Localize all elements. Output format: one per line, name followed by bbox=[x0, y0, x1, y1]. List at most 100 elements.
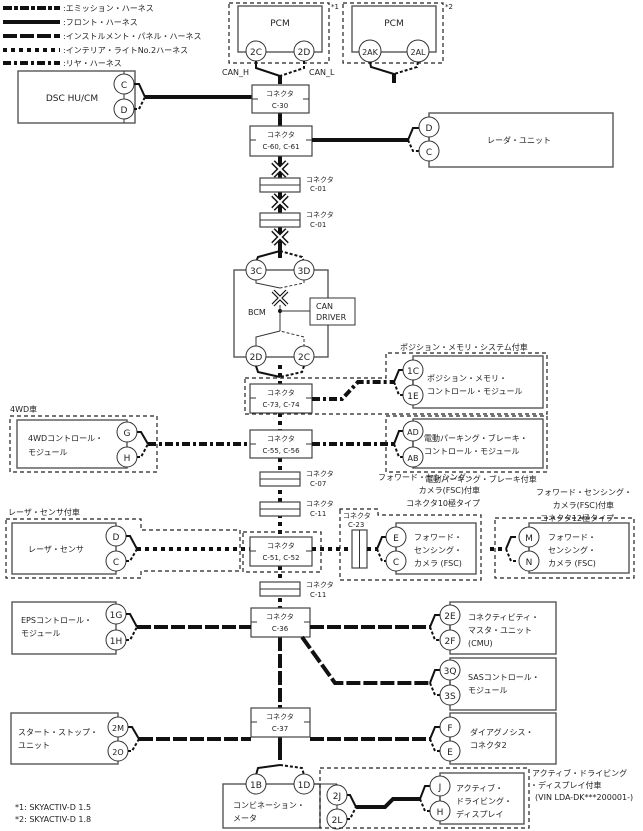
wire-radar-d bbox=[407, 127, 419, 141]
cmu-pin-2e-label: 2E bbox=[444, 612, 456, 622]
connector-c55-id: C-55, C-56 bbox=[262, 447, 300, 455]
wire-sas-3q bbox=[429, 669, 441, 684]
bcm-int-wire-h bbox=[255, 280, 281, 289]
pcm-2-pin-2al-label: 2AL bbox=[410, 48, 426, 57]
wire-c36-sas bbox=[300, 635, 430, 685]
wire-epb-ad bbox=[393, 430, 404, 445]
connector-c30: コネクタ C-30 bbox=[251, 84, 310, 114]
connector-c73-c74: コネクタ C-73, C-74 bbox=[249, 383, 313, 414]
epb-pin-ad bbox=[402, 420, 424, 442]
epb-pin-ad-label: AD bbox=[407, 428, 419, 437]
cmu-box bbox=[449, 601, 557, 655]
connector-c11-b: コネクタ C-11 bbox=[259, 580, 334, 599]
connector-c30-id: C-30 bbox=[272, 102, 288, 110]
dsc-pin-c-label: C bbox=[121, 81, 127, 91]
wire-fsc12-n bbox=[505, 548, 516, 562]
fsc12-label-3: カメラ (FSC) bbox=[548, 559, 596, 568]
connector-c11-b-title: コネクタ bbox=[306, 580, 334, 589]
connector-c07-id: C-07 bbox=[310, 480, 326, 488]
wire-pcm2-2ak bbox=[369, 61, 395, 82]
fsc-camera-10pole: フォワード・ センシング・ カメラ (FSC) E C bbox=[385, 522, 477, 575]
wire-ads-h bbox=[419, 798, 431, 812]
wire-fsc12-m bbox=[505, 536, 516, 550]
pos-memory-box bbox=[412, 355, 544, 409]
connector-c60-title: コネクタ bbox=[267, 130, 295, 139]
fsc-camera-12pole: フォワード・ センシング・ カメラ (FSC) M N bbox=[518, 522, 630, 574]
pcm-1-note: *1 bbox=[331, 3, 339, 11]
ads-box bbox=[439, 772, 525, 825]
bcm-label: BCM bbox=[248, 308, 266, 317]
connector-c60-c61: コネクタ C-60, C-61 bbox=[249, 125, 313, 157]
twist-mark-icon bbox=[271, 193, 289, 211]
wire-start-stop-2m bbox=[128, 726, 140, 740]
wire-pcm1-2c bbox=[255, 61, 281, 77]
can-h-label: CAN_H bbox=[222, 68, 249, 77]
laser-label: レーザ・センサ bbox=[28, 545, 84, 554]
wire-sas-3s bbox=[429, 682, 441, 696]
pcm-2-pin-2ak-label: 2AK bbox=[362, 48, 379, 57]
wire-pcm1-2d bbox=[279, 61, 305, 77]
diagnosis-connector-2: ダイアグノシス・ コネクタ2 F E bbox=[439, 712, 557, 765]
wire-bcm-2d-out bbox=[255, 365, 281, 378]
laser-box bbox=[11, 522, 117, 575]
meter-pin-2j-label: 2J bbox=[333, 792, 341, 802]
dsc-pin-d-label: D bbox=[121, 106, 128, 116]
radar-label: レーダ・ユニット bbox=[487, 135, 551, 145]
eps-box bbox=[11, 601, 117, 655]
connector-c01-b-title: コネクタ bbox=[306, 210, 334, 219]
connector-c51-c52: コネクタ C-51, C-52 bbox=[249, 536, 313, 567]
wire-c73-pos-memory bbox=[312, 380, 394, 401]
start-stop-unit: スタート・ストップ・ ユニット 2M 2O bbox=[10, 712, 129, 765]
fsc10-pin-e-label: E bbox=[393, 534, 399, 544]
radar-pin-c bbox=[418, 140, 440, 162]
sas-label-1: SASコントロール・ bbox=[468, 673, 540, 682]
eps-control-module: EPSコントロール・ モジュール 1G 1H bbox=[11, 601, 127, 655]
bcm-int-wire-l bbox=[279, 280, 305, 289]
fsc10-pin-e bbox=[385, 526, 407, 548]
fwd4-label-2: モジュール bbox=[28, 448, 67, 457]
eps-label-2: モジュール bbox=[21, 629, 60, 638]
connector-c55-box bbox=[249, 429, 313, 459]
connector-c30-box bbox=[251, 84, 310, 114]
position-memory-module: ポジション・メモリ・ コントロール・モジュール 1C 1E bbox=[402, 355, 544, 409]
legend-label-front: :フロント・ハーネス bbox=[63, 18, 138, 27]
fsc10-label-3: カメラ (FSC) bbox=[414, 559, 462, 568]
sas-pin-3q-label: 3Q bbox=[444, 667, 457, 677]
ads-pin-h-label: H bbox=[437, 808, 444, 818]
fsc10-label-1: フォワード・ bbox=[414, 533, 462, 542]
wire-laser-c bbox=[126, 548, 138, 562]
fsc12-option-frame bbox=[494, 517, 635, 579]
fwd4-pin-g-label: G bbox=[124, 429, 131, 439]
pos-memory-pin-1e bbox=[402, 384, 424, 406]
connector-c36: コネクタ C-36 bbox=[250, 607, 311, 638]
connector-c73-title: コネクタ bbox=[267, 388, 295, 397]
sas-pin-3s bbox=[439, 684, 461, 706]
connector-c11-a-id: C-11 bbox=[310, 510, 326, 518]
fsc10-label-2: センシング・ bbox=[414, 545, 462, 555]
radar-pin-d bbox=[418, 116, 440, 138]
fsc10-option-label-3: コネクタ10極タイプ bbox=[406, 498, 480, 508]
pos-memory-pin-1c bbox=[402, 359, 424, 381]
cmu-label-1: コネクティビティ・ bbox=[468, 613, 539, 622]
legend-label-instrument: :インストルメント・パネル・ハーネス bbox=[63, 32, 202, 41]
wire-meter-2j bbox=[347, 794, 357, 808]
laser-pin-d-label: D bbox=[113, 533, 120, 543]
pcm-1-pin-2c-label: 2C bbox=[250, 48, 262, 58]
connector-c73-box bbox=[249, 383, 313, 414]
connector-c51-id: C-51, C-52 bbox=[262, 554, 299, 562]
connector-c07-title: コネクタ bbox=[306, 469, 334, 478]
pos-memory-pin-1e-label: 1E bbox=[407, 392, 419, 402]
pcm-1-label: PCM bbox=[270, 19, 289, 29]
epb-label-1: 電動パーキング・ブレーキ・ bbox=[424, 433, 528, 443]
sas-label-2: モジュール bbox=[468, 686, 507, 695]
twist-mark-icon bbox=[271, 228, 289, 246]
wire-start-stop-2o bbox=[128, 738, 140, 752]
start-stop-pin-2o-label: 2O bbox=[112, 748, 123, 757]
diag-pin-e-label: E bbox=[447, 748, 453, 758]
connector-c07: コネクタ C-07 bbox=[259, 469, 334, 488]
ads-label-3: ディスプレイ bbox=[456, 809, 503, 819]
sas-control-module: SASコントロール・ モジュール 3Q 3S bbox=[439, 657, 557, 711]
wire-bcm-2c-out bbox=[279, 365, 305, 378]
wire-pcm2-2al bbox=[393, 61, 419, 75]
